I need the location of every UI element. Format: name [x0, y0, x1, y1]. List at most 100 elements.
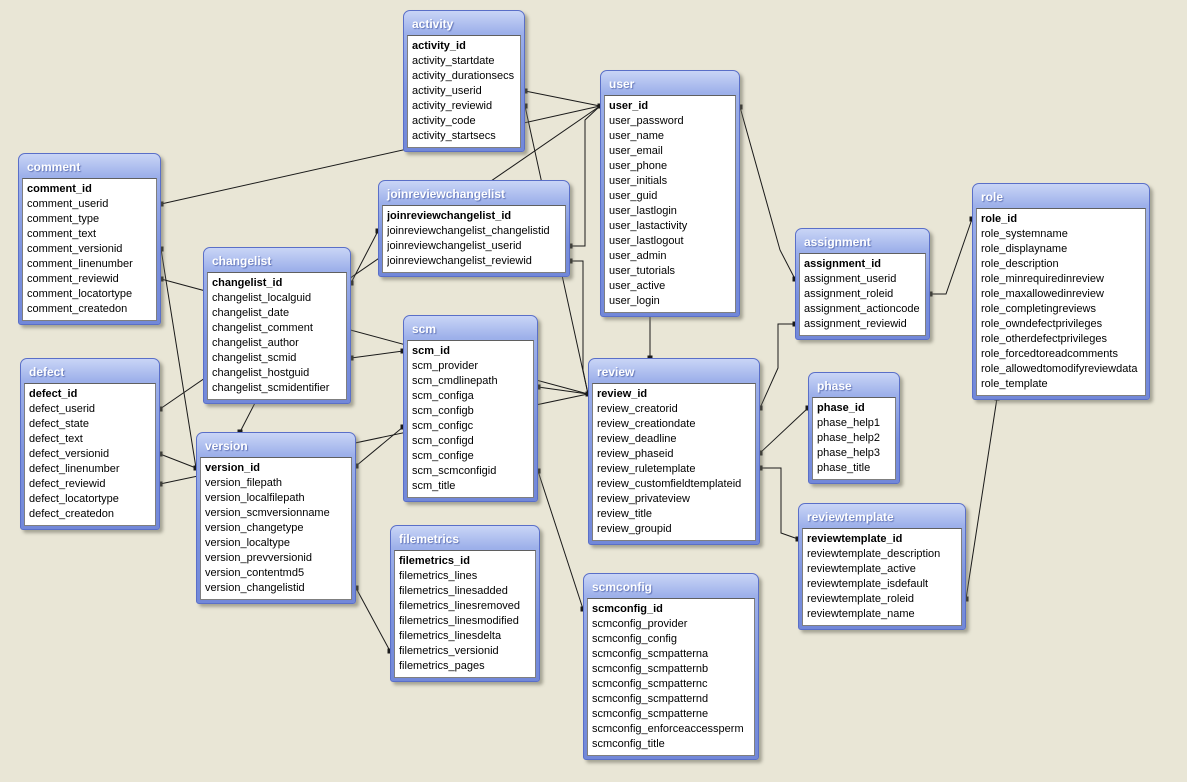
relationship-line-joinreviewchangelist-changelist: [350, 230, 379, 284]
field-comment_linenumber: comment_linenumber: [27, 258, 133, 270]
field-comment_type: comment_type: [27, 213, 100, 225]
field-scm_scmconfigid: scm_scmconfigid: [412, 465, 497, 477]
field-role_systemname: role_systemname: [981, 228, 1068, 240]
table-title-filemetrics[interactable]: filemetrics: [399, 532, 460, 546]
field-scm_cmdlinepath: scm_cmdlinepath: [412, 375, 498, 387]
table-title-role[interactable]: role: [981, 190, 1004, 204]
field-changelist_hostguid: changelist_hostguid: [212, 367, 310, 379]
field-review_id: review_id: [597, 388, 648, 400]
table-joinreviewchangelist[interactable]: joinreviewchangelist joinreviewchangelist…: [378, 180, 570, 277]
field-role_forcedtoreadcomments: role_forcedtoreadcomments: [981, 348, 1118, 360]
table-title-activity[interactable]: activity: [412, 17, 454, 31]
field-joinreviewchangelist_changelistid: joinreviewchangelist_changelistid: [387, 225, 550, 237]
field-activity_code: activity_code: [412, 115, 476, 127]
field-defect_id: defect_id: [29, 388, 78, 400]
field-review_title: review_title: [597, 508, 653, 520]
field-changelist_comment: changelist_comment: [212, 322, 313, 334]
table-title-assignment[interactable]: assignment: [804, 235, 871, 249]
relationship-line-review-phase: [759, 407, 809, 454]
table-title-changelist[interactable]: changelist: [212, 254, 272, 268]
field-role_displayname: role_displayname: [981, 243, 1068, 255]
field-assignment_reviewid: assignment_reviewid: [804, 318, 907, 330]
field-version_prevversionid: version_prevversionid: [205, 552, 312, 564]
field-role_minrequiredinreview: role_minrequiredinreview: [981, 273, 1104, 285]
table-title-comment[interactable]: comment: [27, 160, 81, 174]
field-filemetrics_pages: filemetrics_pages: [399, 660, 485, 672]
relationship-line-joinreviewchangelist-review: [570, 260, 589, 395]
table-title-reviewtemplate[interactable]: reviewtemplate: [807, 510, 894, 524]
field-assignment_userid: assignment_userid: [804, 273, 897, 285]
field-role_completingreviews: role_completingreviews: [981, 303, 1096, 315]
field-scm_confige: scm_confige: [412, 450, 474, 462]
field-defect_text: defect_text: [29, 433, 83, 445]
field-review_deadline: review_deadline: [597, 433, 677, 445]
connector-endpoint: [757, 405, 763, 411]
table-title-joinreviewchangelist[interactable]: joinreviewchangelist: [387, 187, 506, 201]
field-comment_id: comment_id: [27, 183, 92, 195]
relationship-line-joinreviewchangelist-user: [570, 105, 601, 247]
field-scm_title: scm_title: [412, 480, 456, 492]
field-user_password: user_password: [609, 115, 684, 127]
field-filemetrics_linesadded: filemetrics_linesadded: [399, 585, 508, 597]
table-title-scmconfig[interactable]: scmconfig: [592, 580, 653, 594]
connector-endpoint: [353, 585, 359, 591]
field-filemetrics_linesdelta: filemetrics_linesdelta: [399, 630, 502, 642]
field-scmconfig_scmpatterna: scmconfig_scmpatterna: [592, 648, 709, 660]
connector-endpoint: [348, 280, 354, 286]
field-defect_versionid: defect_versionid: [29, 448, 110, 460]
relationship-line-changelist-scm: [350, 350, 404, 359]
relationship-line-defect-version: [159, 453, 197, 469]
relationship-line-filemetrics-version: [355, 587, 391, 652]
field-user_id: user_id: [609, 100, 649, 112]
field-activity_startsecs: activity_startsecs: [412, 130, 496, 142]
connector-endpoint: [737, 104, 743, 110]
connector-endpoint: [158, 276, 164, 282]
table-title-phase[interactable]: phase: [817, 379, 852, 393]
field-version_scmversionname: version_scmversionname: [205, 507, 330, 519]
field-scm_configa: scm_configa: [412, 390, 474, 402]
field-defect_reviewid: defect_reviewid: [29, 478, 106, 490]
field-version_changetype: version_changetype: [205, 522, 304, 534]
relationship-line-changelist-version: [239, 400, 257, 433]
table-title-scm[interactable]: scm: [412, 322, 437, 336]
field-activity_userid: activity_userid: [412, 85, 482, 97]
field-changelist_date: changelist_date: [212, 307, 290, 319]
field-comment_versionid: comment_versionid: [27, 243, 123, 255]
relationship-line-scm-scmconfig: [537, 470, 584, 610]
field-scmconfig_scmpatternb: scmconfig_scmpatternb: [592, 663, 709, 675]
field-version_localtype: version_localtype: [205, 537, 290, 549]
connector-endpoint: [158, 201, 164, 207]
field-reviewtemplate_isdefault: reviewtemplate_isdefault: [807, 578, 929, 590]
table-title-version[interactable]: version: [205, 439, 248, 453]
connector-endpoint: [348, 355, 354, 361]
table-title-user[interactable]: user: [609, 77, 635, 91]
field-review_groupid: review_groupid: [597, 523, 672, 535]
field-defect_userid: defect_userid: [29, 403, 96, 415]
field-filemetrics_linesremoved: filemetrics_linesremoved: [399, 600, 521, 612]
field-version_localfilepath: version_localfilepath: [205, 492, 305, 504]
table-title-defect[interactable]: defect: [29, 365, 65, 379]
table-title-review[interactable]: review: [597, 365, 635, 379]
field-user_lastlogin: user_lastlogin: [609, 205, 677, 217]
field-comment_text: comment_text: [27, 228, 97, 240]
field-phase_id: phase_id: [817, 402, 865, 414]
